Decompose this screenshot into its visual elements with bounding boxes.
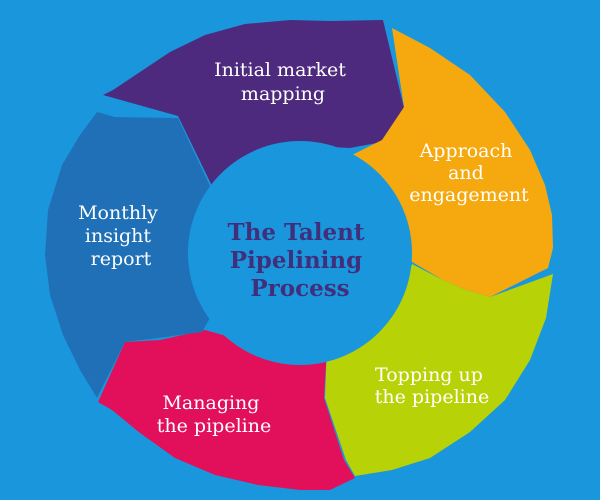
segment-monthly-insight-report: Monthly insight report — [45, 112, 210, 398]
segment-approach-and-engagement: Approach and engagement — [348, 28, 553, 297]
segment-managing-the-pipeline-arrow — [98, 330, 355, 490]
segment-label-initial-market-mapping: Initial market mapping — [214, 59, 352, 105]
segment-approach-and-engagement-arrow — [348, 28, 553, 297]
segment-label-managing-the-pipeline: Managing the pipeline — [157, 392, 271, 437]
segment-managing-the-pipeline: Managing the pipeline — [98, 330, 355, 490]
center-title: The Talent Pipelining Process — [227, 219, 372, 302]
segment-label-line: Initial market — [214, 59, 346, 81]
segment-label-topping-up-the-pipeline: Topping up the pipeline — [375, 364, 489, 408]
center-hub: The Talent Pipelining Process — [188, 141, 412, 365]
segment-label-approach-and-engagement: Approach and engagement — [409, 140, 529, 206]
segment-initial-market-mapping-arrow — [103, 20, 404, 186]
segment-label-line: Managing — [162, 392, 259, 414]
segment-label-monthly-insight-report: Monthly insight report — [78, 202, 164, 270]
segment-label-line: the pipeline — [375, 386, 489, 408]
center-title-line: Process — [250, 275, 349, 302]
segment-label-line: the pipeline — [157, 415, 271, 437]
segment-initial-market-mapping: Initial market mapping — [103, 20, 404, 186]
segment-label-line: mapping — [241, 83, 325, 105]
segment-label-line: report — [91, 248, 152, 270]
segment-label-line: Monthly — [78, 202, 158, 224]
segment-monthly-insight-report-arrow — [45, 112, 210, 398]
center-title-line: Pipelining — [230, 247, 363, 274]
segment-label-line: engagement — [409, 184, 529, 206]
center-title-line: The Talent — [227, 219, 364, 246]
center-circle — [188, 141, 412, 365]
segment-label-line: Approach — [419, 140, 513, 162]
segment-label-line: Topping up — [375, 364, 483, 386]
segment-label-line: and — [448, 162, 484, 184]
segment-label-line: insight — [85, 225, 152, 247]
